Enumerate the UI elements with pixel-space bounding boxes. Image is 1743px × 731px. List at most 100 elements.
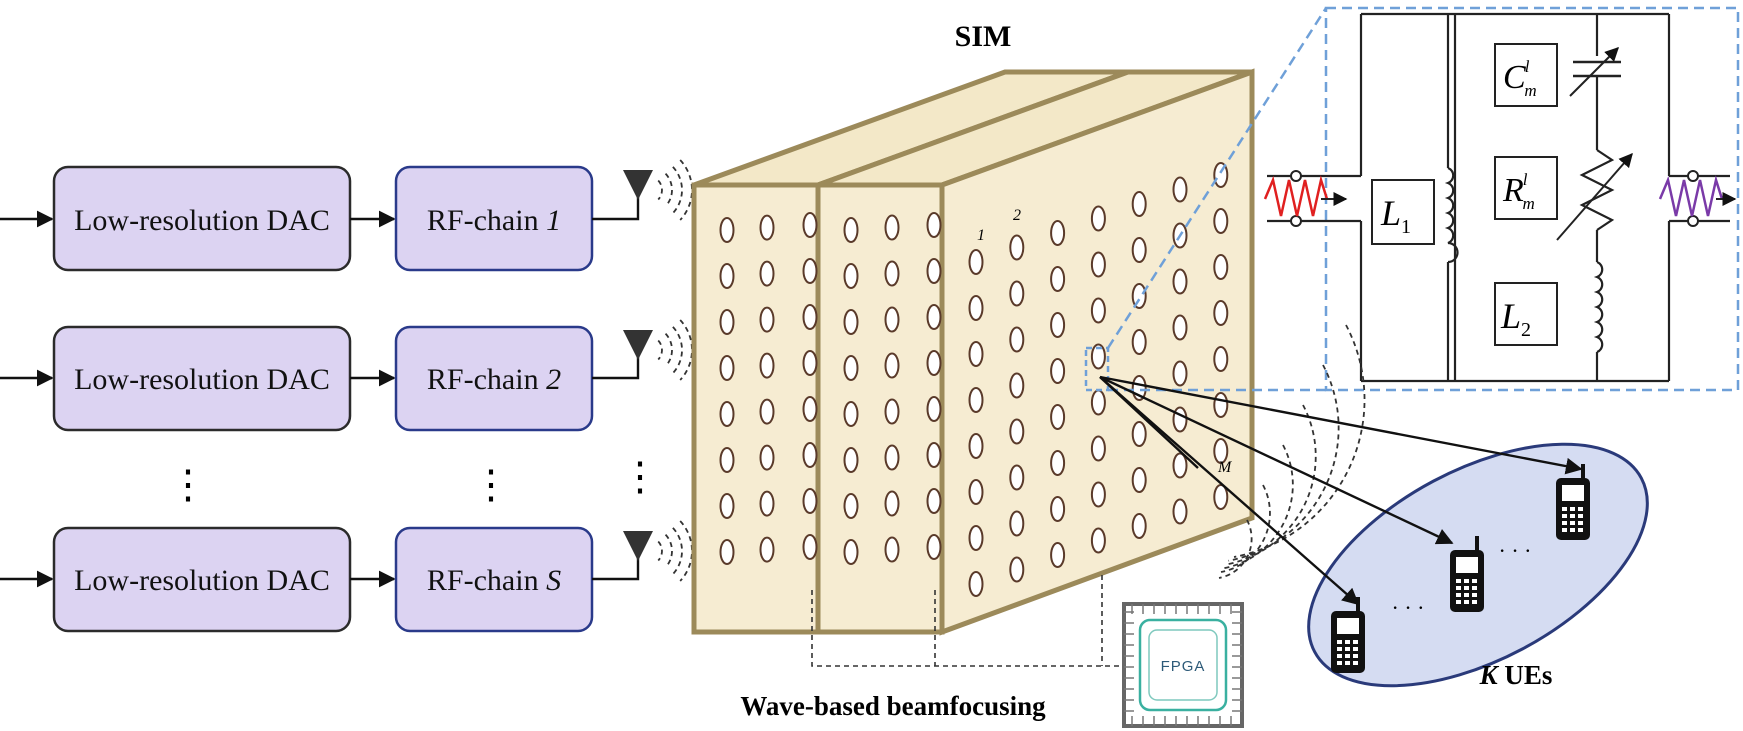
meta-atom <box>759 490 775 517</box>
phone-key <box>1472 600 1477 604</box>
meta-atom <box>719 263 735 289</box>
meta-atom <box>884 306 900 333</box>
meta-atom <box>719 355 735 381</box>
output-wave <box>1658 175 1724 217</box>
fpga-pins <box>1124 604 1242 726</box>
phone-antenna <box>1356 597 1360 613</box>
meta-atom <box>884 444 900 471</box>
meta-atom <box>719 217 735 243</box>
phone-key <box>1337 640 1342 644</box>
meta-atom <box>968 571 984 597</box>
meta-atom <box>968 479 984 505</box>
phone-icon <box>1331 597 1365 673</box>
meta-atom <box>802 350 818 377</box>
radiation-arc <box>679 319 693 381</box>
meta-atom <box>926 350 942 377</box>
meta-atom <box>1050 220 1066 246</box>
meta-atom <box>1090 435 1106 462</box>
meta-atom <box>1009 464 1025 491</box>
fpga-label: FPGA <box>1161 658 1206 675</box>
meta-atom <box>1172 452 1188 479</box>
sim-title: SIM <box>955 20 1012 53</box>
antenna-feed <box>592 550 640 581</box>
ellipsis-rf: ⋮ <box>471 462 511 507</box>
meta-atom <box>1009 372 1025 399</box>
meta-atom <box>968 433 984 459</box>
l2-label: L2 <box>1500 296 1531 341</box>
ellipsis-dac: ⋮ <box>168 462 208 507</box>
meta-atom <box>802 442 818 469</box>
terminal <box>1290 215 1302 227</box>
meta-atom <box>1172 406 1188 433</box>
resistor-tune-arrow <box>1556 152 1633 241</box>
beam-to-ue-3 <box>1099 376 1360 606</box>
radiation-arc <box>672 527 683 575</box>
beam-to-ue-2 <box>1099 375 1454 545</box>
phone-key <box>1353 654 1358 658</box>
meta-atom <box>1172 176 1188 203</box>
wavefront-arc <box>1228 364 1340 562</box>
meta-atom <box>1131 329 1147 355</box>
meta-atom <box>1131 237 1147 263</box>
meta-atom-label-first: 1 <box>977 227 985 244</box>
rf-chain-label: RF-chain 2 <box>427 363 561 396</box>
phone-key <box>1456 586 1461 590</box>
phone-key <box>1570 507 1575 511</box>
radiation-arc <box>664 333 673 367</box>
meta-atom <box>1172 314 1188 341</box>
radiation-arc <box>657 179 663 201</box>
radiation-arc <box>672 166 683 214</box>
meta-atom <box>1009 326 1025 353</box>
meta-atom <box>968 249 984 275</box>
meta-atom <box>1213 300 1229 326</box>
antenna-icon <box>623 170 653 200</box>
meta-atom <box>1050 312 1066 338</box>
meta-atom <box>843 401 859 427</box>
capacitor-tune-arrow <box>1569 47 1619 97</box>
input-wave <box>1263 175 1329 217</box>
phone-key <box>1353 647 1358 651</box>
phone-key <box>1353 661 1358 665</box>
meta-atom <box>1172 360 1188 387</box>
meta-atom <box>884 260 900 287</box>
meta-atom <box>926 488 942 515</box>
meta-atom <box>926 212 942 239</box>
phone-key <box>1464 586 1469 590</box>
meta-atoms <box>719 162 1229 597</box>
radiation-arc <box>657 540 663 562</box>
phone-key <box>1337 654 1342 658</box>
sim-layer-3 <box>691 69 1129 635</box>
meta-atom <box>1213 346 1229 372</box>
meta-atom <box>719 539 735 565</box>
ue-count-label: K UEs <box>1479 660 1553 690</box>
terminal <box>1687 215 1699 227</box>
radiation-arc <box>672 326 683 374</box>
phone-key <box>1456 600 1461 604</box>
chain-1: Low-resolution DAC RF-chain 1 <box>0 165 653 272</box>
meta-atom <box>1090 527 1106 554</box>
meta-atom <box>759 260 775 287</box>
meta-atom <box>759 444 775 471</box>
l1-label-box <box>1371 179 1435 245</box>
ellipsis-antenna: ⋮ <box>620 454 660 499</box>
phone-screen <box>1337 618 1359 634</box>
meta-atom <box>884 214 900 241</box>
c-label-box <box>1494 43 1558 107</box>
phone-icon <box>1556 464 1590 540</box>
meta-atom <box>719 447 735 473</box>
fpga-chip: FPGA <box>1122 602 1244 728</box>
wavefront-arc <box>1233 324 1366 558</box>
meta-atom <box>1131 283 1147 309</box>
meta-atom <box>884 398 900 425</box>
chain-s: Low-resolution DAC RF-chain S <box>0 526 653 633</box>
phone-key <box>1472 579 1477 583</box>
meta-atom <box>1131 513 1147 539</box>
rf-chain-label: RF-chain 1 <box>427 204 561 237</box>
meta-atom <box>759 306 775 333</box>
rf-chain-label: RF-chain S <box>427 564 561 597</box>
radiation-arc <box>657 339 663 361</box>
meta-atom <box>884 352 900 379</box>
meta-atom <box>926 396 942 423</box>
l2-label-box <box>1494 282 1558 346</box>
